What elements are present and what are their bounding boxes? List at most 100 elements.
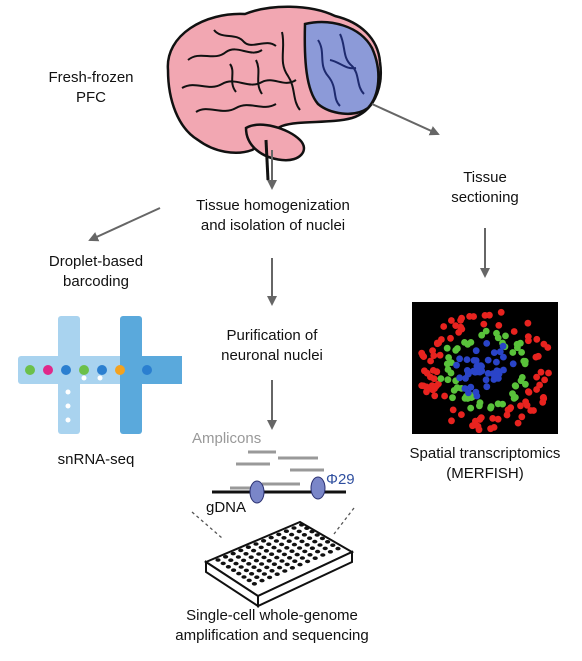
plate-well — [309, 546, 315, 550]
plate-well — [266, 559, 272, 563]
plate-well — [325, 540, 331, 544]
plate-well — [241, 558, 247, 563]
plate-well — [299, 556, 305, 560]
spot-green — [445, 354, 452, 361]
plate-well — [289, 549, 295, 553]
arrow-brain-to-sectioning — [371, 103, 440, 136]
spot-red — [510, 328, 518, 335]
plate-well — [233, 561, 239, 566]
label-amplicons: Amplicons — [192, 430, 262, 447]
spot-red — [427, 373, 434, 381]
plate-well — [231, 568, 237, 572]
plate-well — [256, 552, 262, 556]
spot-red — [540, 340, 548, 348]
spot-red — [421, 367, 428, 375]
spot-green — [447, 369, 455, 377]
plate-well — [251, 565, 257, 569]
spot-blue — [456, 374, 463, 382]
spot-green — [487, 403, 495, 410]
spot-green — [482, 327, 490, 335]
droplet — [97, 365, 107, 375]
plate-well — [283, 529, 289, 533]
spot-blue — [482, 376, 490, 384]
plate-well — [261, 572, 267, 576]
plate-well — [289, 532, 295, 537]
spot-red — [458, 411, 465, 418]
plate-well — [263, 549, 269, 553]
spot-green — [476, 402, 483, 410]
plate-well — [256, 568, 262, 573]
spot-blue — [500, 353, 507, 361]
arrows — [88, 103, 490, 430]
plate-well — [279, 542, 285, 547]
plate-well — [269, 569, 275, 573]
plate-well — [264, 565, 270, 570]
phi29-polymerase-2 — [310, 476, 326, 500]
plate-well — [335, 546, 341, 551]
spot-blue — [470, 357, 478, 364]
spot-red — [514, 419, 522, 427]
spot-red — [433, 368, 441, 376]
plate-well — [246, 578, 252, 583]
plate-well — [249, 572, 255, 576]
spot-green — [512, 382, 520, 390]
plate-well — [327, 550, 333, 554]
spot-red — [517, 402, 524, 410]
spot-blue — [472, 347, 480, 355]
plate-well — [304, 543, 310, 547]
plate-well — [317, 543, 323, 547]
plate-well — [305, 559, 311, 564]
plate-well — [287, 556, 293, 560]
spot-blue — [493, 358, 500, 366]
spot-green — [509, 349, 517, 356]
spot-red — [452, 322, 460, 329]
plate-well — [312, 539, 318, 544]
plate-well — [253, 558, 259, 563]
plate-well — [228, 558, 234, 562]
spot-green — [509, 390, 516, 398]
plate-well — [284, 562, 290, 567]
plate-well — [291, 542, 297, 547]
spot-red — [447, 334, 454, 342]
spot-red — [448, 417, 455, 425]
spot-red — [430, 352, 438, 359]
plate-well — [238, 565, 244, 569]
spot-green — [464, 395, 472, 402]
plate-well — [273, 539, 279, 543]
plate-well — [320, 553, 326, 557]
spot-red — [423, 388, 430, 396]
plate-well — [314, 533, 320, 537]
spot-red — [518, 413, 526, 421]
spot-red — [418, 349, 426, 357]
spot-green — [518, 374, 526, 381]
spot-red — [470, 313, 477, 320]
plate-well — [269, 552, 275, 556]
plate-well — [261, 555, 267, 560]
droplet — [115, 365, 125, 375]
arrow-homogenization-to-droplet — [88, 207, 161, 242]
spot-red — [525, 388, 533, 396]
spot-red — [431, 385, 438, 392]
plate-well — [268, 535, 274, 540]
plate-well — [304, 526, 310, 530]
plate-well — [230, 551, 236, 556]
spot-red — [533, 335, 541, 343]
spot-red — [480, 320, 488, 328]
zoom-lines — [191, 507, 355, 539]
amplification-schematic — [212, 450, 346, 504]
spot-red — [523, 401, 531, 409]
spot-red — [503, 411, 511, 419]
spot-red — [507, 404, 515, 411]
spot-green — [444, 376, 452, 384]
spot-green — [502, 332, 509, 340]
plate-well — [319, 536, 325, 541]
droplet — [142, 365, 152, 375]
plate-well — [266, 542, 272, 546]
spot-red — [436, 351, 444, 359]
plate-well — [258, 545, 264, 550]
plate-well — [294, 536, 300, 540]
